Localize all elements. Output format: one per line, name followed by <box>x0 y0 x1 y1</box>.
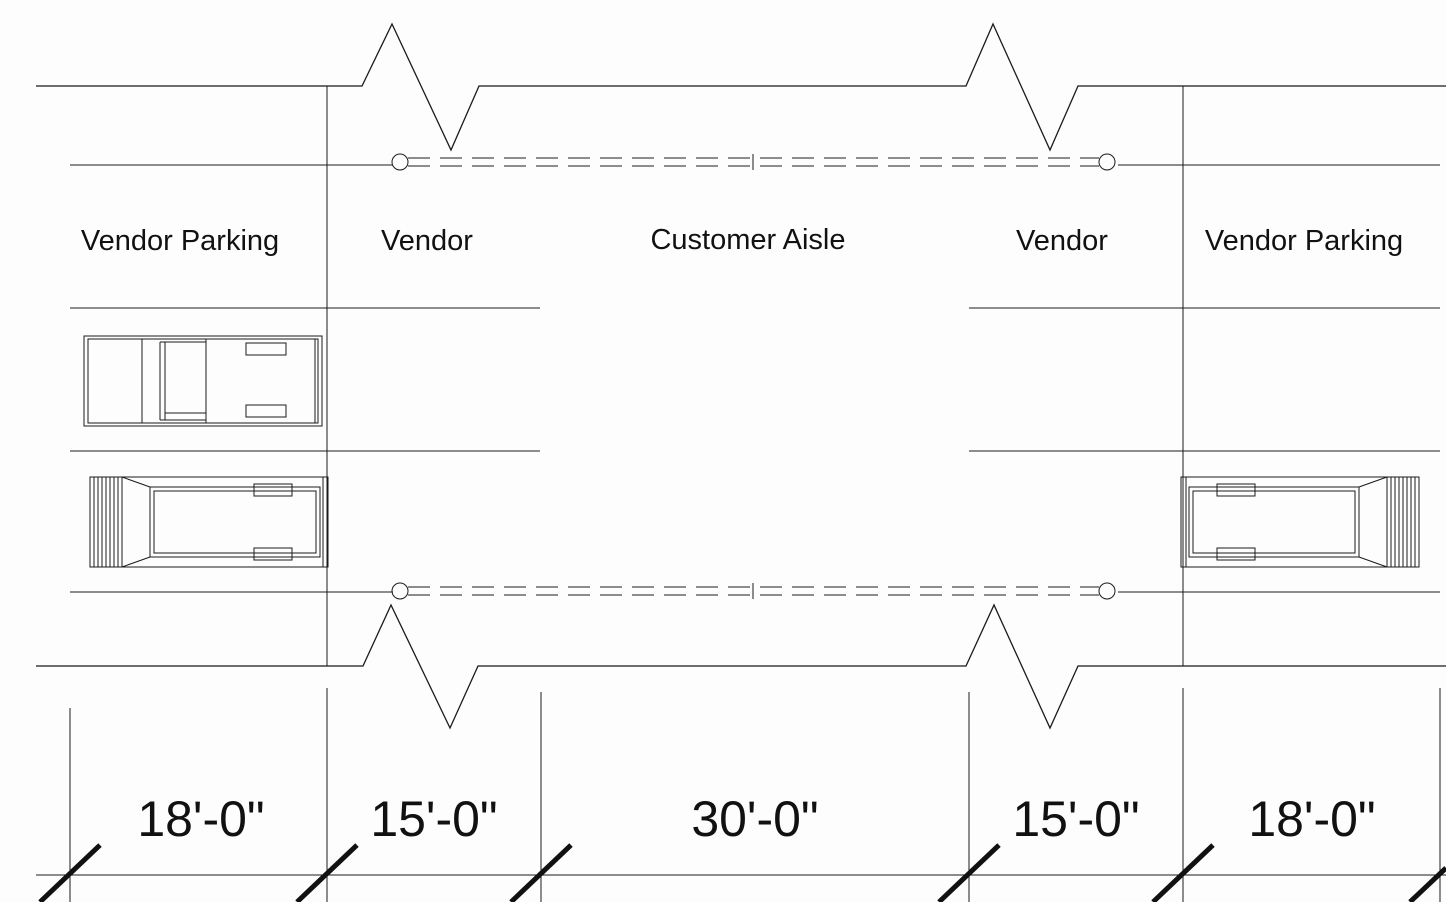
dimension-customer-aisle: 30'-0" <box>691 791 818 847</box>
stall-lines <box>70 164 1440 593</box>
dimension-string: 18'-0" 15'-0" 30'-0" 15'-0" 18'-0" <box>36 688 1446 902</box>
dimension-left-vendor: 15'-0" <box>370 791 497 847</box>
zone-label-right-parking: Vendor Parking <box>1205 225 1403 257</box>
top-rope-line <box>391 153 1116 171</box>
bottom-rope-line <box>391 582 1116 600</box>
top-boundary-break-line <box>36 22 1446 152</box>
post-icon <box>1098 153 1116 171</box>
pickup-truck-icon <box>83 335 323 427</box>
dimension-right-parking: 18'-0" <box>1248 791 1375 847</box>
dimension-left-parking: 18'-0" <box>137 791 264 847</box>
box-truck-icon <box>89 476 329 568</box>
post-icon <box>391 153 409 171</box>
box-truck-icon <box>1180 476 1420 568</box>
dimension-right-vendor: 15'-0" <box>1012 791 1139 847</box>
zone-label-left-vendor: Vendor <box>381 225 473 257</box>
zone-label-left-parking: Vendor Parking <box>81 225 279 257</box>
post-icon <box>391 582 409 600</box>
bottom-boundary-break-line <box>36 603 1446 730</box>
post-icon <box>1098 582 1116 600</box>
zone-label-customer-aisle: Customer Aisle <box>650 224 845 256</box>
zone-label-right-vendor: Vendor <box>1016 225 1108 257</box>
